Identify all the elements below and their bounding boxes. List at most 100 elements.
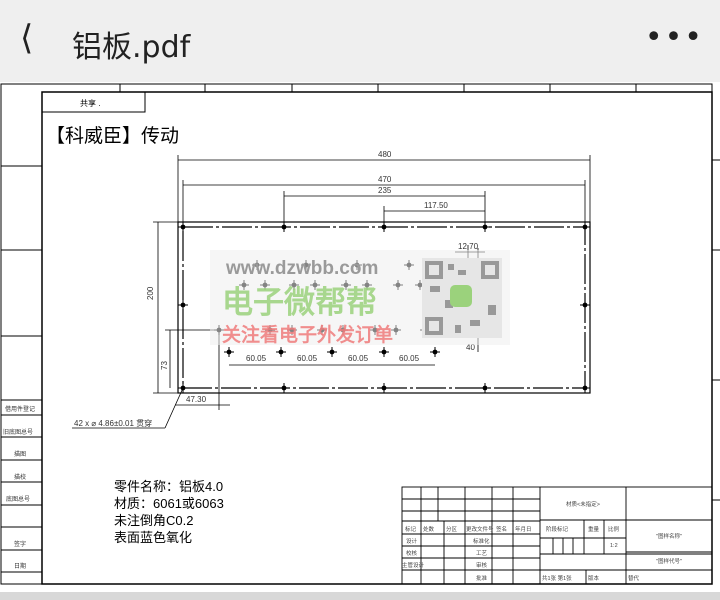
drawing-line <box>450 285 472 307</box>
hole <box>482 224 488 230</box>
drawing-line <box>488 305 496 315</box>
drawing-line: 60.05 <box>297 354 318 363</box>
hole <box>180 385 186 391</box>
hole <box>582 302 588 308</box>
technical-drawing: 共享 . 【科威臣】传动 借用件登记 旧底图总号 描图 描校 底图总号 签字 日… <box>0 83 720 585</box>
hole <box>281 385 287 391</box>
drawing-line <box>455 325 461 333</box>
left-label: 描校 <box>14 473 26 481</box>
left-label: 旧底图总号 <box>3 428 33 436</box>
zone-ticks <box>1 84 720 501</box>
drawing-line <box>485 265 495 275</box>
drawing-heading: 【科威臣】传动 <box>46 125 179 147</box>
watermark-url: www.dzwbb.com <box>225 258 378 279</box>
drawing-line <box>445 300 453 308</box>
drawing-line <box>1 399 42 573</box>
drawing-line: 年月日 <box>515 525 532 533</box>
title-block <box>401 486 713 585</box>
drawing-line: 标记 <box>405 525 417 533</box>
drawing-line: 分区 <box>446 525 458 533</box>
drawing-line: 200 <box>146 286 155 300</box>
note-line: 表面蓝色氧化 <box>114 530 192 545</box>
drawing-line: 阶段标记 <box>546 525 569 533</box>
left-label: 描图 <box>14 450 26 458</box>
qr-code-icon <box>422 258 502 338</box>
note-line: 未注倒角C0.2 <box>114 513 193 528</box>
top-bar: ⟨ 铝板.pdf ••• <box>0 0 720 82</box>
hole <box>226 349 232 355</box>
left-label: 签字 <box>14 540 26 548</box>
hole <box>329 349 335 355</box>
drawing-line: 60.05 <box>246 354 267 363</box>
drawing-line: 替代 <box>628 574 640 582</box>
drawing-line: 480 <box>378 150 392 159</box>
drawing-line: "图样名称" <box>656 532 682 540</box>
more-options-icon[interactable]: ••• <box>644 20 704 55</box>
hole <box>582 385 588 391</box>
watermark-brand: 电子微帮帮 <box>222 285 377 320</box>
stamp-box <box>41 91 146 113</box>
drawing-line <box>401 486 713 585</box>
note-line: 材质：6061或6063 <box>114 496 224 511</box>
drawing-line: 主管设计 <box>402 561 425 569</box>
document-title: 铝板.pdf <box>72 30 191 65</box>
drawing-line: 40 <box>466 343 475 352</box>
drawing-line: 工艺 <box>476 550 488 557</box>
watermark: www.dzwbb.com 电子微帮帮 关注看电子外发订单 <box>210 250 510 346</box>
drawing-line: 版本 <box>588 574 600 582</box>
drawing-line: 117.50 <box>424 201 448 210</box>
drawing-line: 比例 <box>608 525 620 533</box>
watermark-slogan: 关注看电子外发订单 <box>222 323 393 346</box>
drawing-line: 12.70 <box>458 242 479 251</box>
pdf-page[interactable]: 共享 . 【科威臣】传动 借用件登记 旧底图总号 描图 描校 底图总号 签字 日… <box>0 82 720 592</box>
hole <box>381 349 387 355</box>
drawing-line: 47.30 <box>186 395 207 404</box>
hole <box>281 224 287 230</box>
hole <box>381 224 387 230</box>
part-notes: 零件名称：铝板4.0 材质：6061或6063 未注倒角C0.2 表面蓝色氧化 <box>114 479 224 545</box>
stamp-text: 共享 . <box>80 98 100 108</box>
drawing-line: 设计 <box>406 537 418 545</box>
inner-frame <box>41 91 713 585</box>
hole <box>482 385 488 391</box>
drawing-line: 处数 <box>423 525 435 533</box>
drawing-line: 材质<未指定> <box>566 500 600 508</box>
hole <box>432 349 438 355</box>
drawing-line: 校核 <box>406 549 418 557</box>
left-label: 借用件登记 <box>5 405 35 413</box>
drawing-line: 审核 <box>476 561 488 569</box>
drawing-line <box>430 286 440 292</box>
left-column: 借用件登记 旧底图总号 描图 描校 底图总号 签字 日期 <box>1 399 42 573</box>
drawing-line: 批准 <box>476 574 488 582</box>
hole <box>582 224 588 230</box>
drawing-line: 更改文件号 <box>466 525 494 533</box>
hole-note: 42 x ⌀ 4.86±0.01 贯穿 <box>74 418 152 428</box>
drawing-line <box>448 264 454 270</box>
drawing-line: 共1张 第1张 <box>542 574 572 582</box>
drawing-line: 签名 <box>496 525 507 533</box>
note-line: 零件名称：铝板4.0 <box>114 479 223 494</box>
drawing-line <box>429 265 439 275</box>
drawing-line: 60.05 <box>399 354 420 363</box>
bottom-edge <box>0 592 720 600</box>
drawing-line: 470 <box>378 175 392 184</box>
hole <box>278 349 284 355</box>
drawing-line: 60.05 <box>348 354 369 363</box>
dimension-labels: 480 470 235 117.50 200 73 47.30 60.05 60… <box>74 150 479 428</box>
drawing-line: 标准化 <box>473 537 490 545</box>
left-label: 日期 <box>14 562 26 570</box>
hole <box>180 302 186 308</box>
drawing-line <box>429 321 439 331</box>
drawing-line: "图样代号" <box>656 557 682 565</box>
hole <box>381 385 387 391</box>
drawing-line: 1:2 <box>610 543 618 549</box>
drawing-line <box>470 320 480 326</box>
drawing-line: 235 <box>378 186 392 195</box>
drawing-line <box>164 387 184 429</box>
hole <box>180 224 186 230</box>
drawing-line: 73 <box>160 361 169 370</box>
title-block-labels: 标记 处数 分区 更改文件号 签名 年月日 设计 校核 主管设计 标准化 工艺 … <box>402 500 682 582</box>
drawing-line <box>458 270 466 275</box>
left-label: 底图总号 <box>6 495 30 503</box>
back-chevron-icon[interactable]: ⟨ <box>20 18 34 58</box>
